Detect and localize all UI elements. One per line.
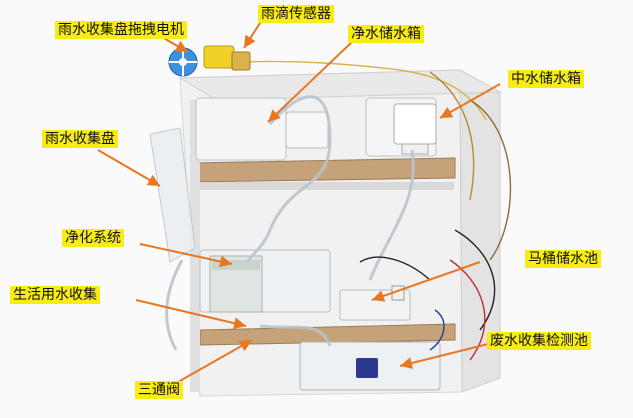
tubes <box>165 95 415 351</box>
motor-fan-icon <box>168 45 235 77</box>
rain-tray <box>149 127 196 263</box>
toilet-tank <box>339 285 411 321</box>
label-clean-tank: 净水储水箱 <box>348 25 424 43</box>
label-domestic: 生活用水收集 <box>10 286 100 304</box>
rain-sensor <box>231 51 251 71</box>
mid-water-tank <box>365 97 437 157</box>
label-rain-sensor: 雨滴传感器 <box>258 5 334 23</box>
callout-arrows <box>97 19 501 383</box>
label-valve: 三通阀 <box>135 381 183 399</box>
clean-water-tank <box>195 97 329 161</box>
purification-system <box>199 249 331 313</box>
label-purify: 净化系统 <box>62 229 124 247</box>
label-waste-tank: 废水收集检测池 <box>487 332 591 350</box>
label-motor: 雨水收集盘拖拽电机 <box>55 21 187 39</box>
waste-tank <box>299 341 441 391</box>
label-rain-tray: 雨水收集盘 <box>42 130 118 148</box>
label-toilet-tank: 马桶储水池 <box>525 250 601 268</box>
label-mid-tank: 中水储水箱 <box>508 70 584 88</box>
